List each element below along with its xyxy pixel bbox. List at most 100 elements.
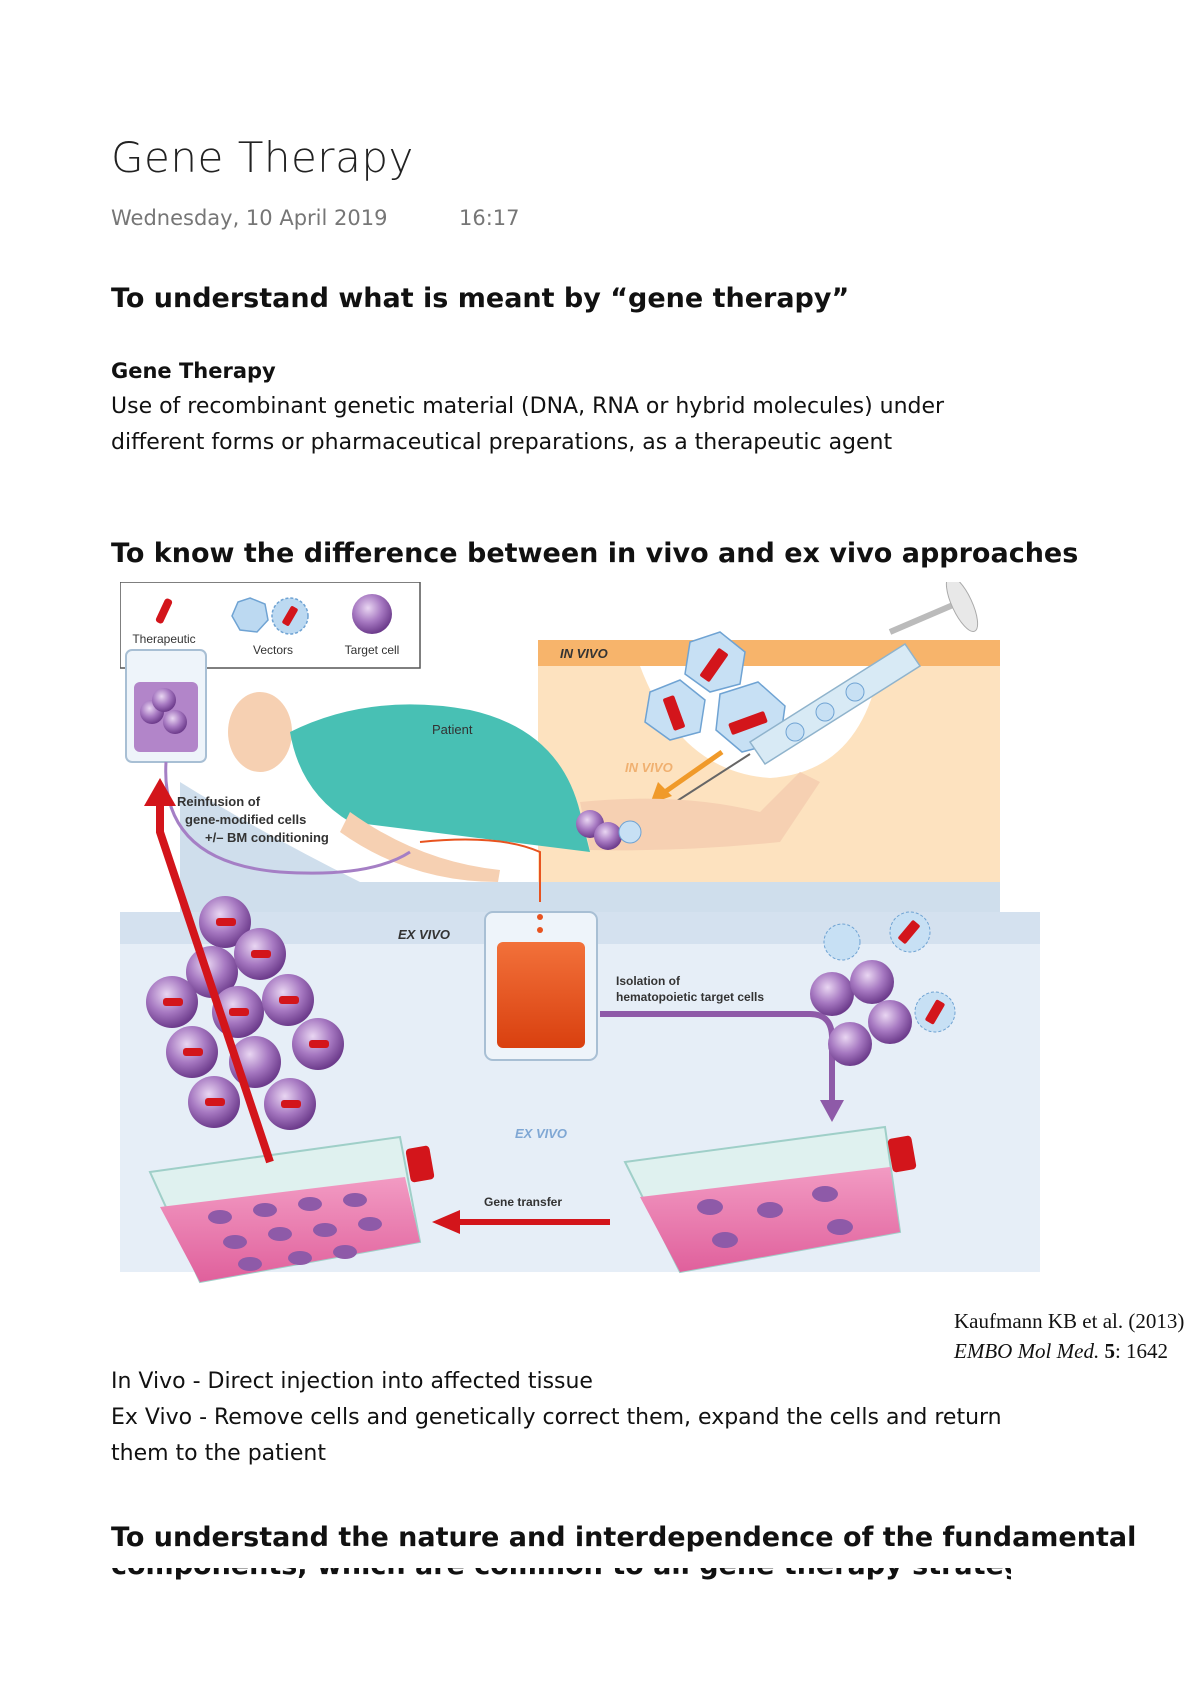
gene-modified-cell-gene: [229, 1008, 249, 1016]
page-date: Wednesday, 10 April 2019: [111, 206, 388, 230]
left-culture-flask: [148, 1135, 435, 1284]
note-ex-vivo-line-2: them to the patient: [111, 1441, 326, 1466]
iv-bag: [125, 649, 207, 763]
right-flask-cell: [812, 1186, 838, 1202]
blood-drop: [537, 914, 543, 920]
caption-volume: 5: [1104, 1339, 1115, 1363]
gene-transfer-arrowhead: [432, 1210, 460, 1234]
gene-transfer-label: Gene transfer: [484, 1195, 562, 1209]
legend-gene-icon: [155, 598, 173, 624]
left-flask-cap: [405, 1145, 435, 1183]
reinfusion-label-1: Reinfusion of: [177, 794, 261, 809]
isolated-cell: [868, 1000, 912, 1044]
figure-caption: Kaufmann KB et al. (2013) EMBO Mol Med. …: [954, 1306, 1184, 1366]
syringe: [634, 575, 979, 829]
syringe-vector: [815, 702, 835, 722]
patient-figure: [180, 692, 1000, 912]
syringe-vector: [845, 682, 865, 702]
section3-heading-cut-text: components, which are common to all gene…: [111, 1568, 1011, 1581]
syringe-vector: [785, 722, 805, 742]
gene-modified-cell-gene: [183, 1048, 203, 1056]
ex-vivo-mid-label: EX VIVO: [515, 1126, 567, 1141]
injection-site-cell: [594, 822, 622, 850]
reinfusion-label-2: gene-modified cells: [185, 812, 306, 827]
section3-heading: To understand the nature and interdepend…: [111, 1522, 1137, 1553]
vector-gene: [663, 695, 685, 731]
reinfusion-arrow: [156, 802, 274, 1164]
section3-heading-cut: components, which are common to all gene…: [111, 1568, 1011, 1582]
isolated-vector-gene: [898, 920, 920, 944]
right-flask-cell: [712, 1232, 738, 1248]
in-vivo-arrowhead: [650, 782, 672, 804]
ex-vivo-top-label: EX VIVO: [398, 927, 450, 942]
note-in-vivo: In Vivo - Direct injection into affected…: [111, 1369, 593, 1394]
gene-modified-cell-gene: [163, 998, 183, 1006]
definition-line-1: Use of recombinant genetic material (DNA…: [111, 394, 945, 419]
reinfusion-arrowhead: [144, 778, 176, 806]
caption-citation: Kaufmann KB et al. (2013): [954, 1309, 1185, 1333]
vector-cluster: [644, 631, 786, 753]
left-flask-cell: [253, 1203, 277, 1217]
blood-draw-tube: [419, 838, 541, 902]
section2-heading: To know the difference between in vivo a…: [111, 538, 1079, 569]
gene-modified-cell-gene: [279, 996, 299, 1004]
gene-modified-cell-gene: [251, 950, 271, 958]
left-flask-cell: [238, 1257, 262, 1271]
patient-gown: [290, 704, 590, 852]
left-flask-cell: [358, 1217, 382, 1231]
patient-arm: [340, 812, 500, 882]
left-flask-cell: [343, 1193, 367, 1207]
blood-fill: [497, 942, 585, 1048]
injection-site-vector: [618, 820, 642, 844]
vector-gene: [700, 648, 728, 682]
legend-target-cell-label: Target cell: [345, 643, 400, 657]
left-flask-cell: [313, 1223, 337, 1237]
legend-target-cell-icon: [352, 594, 392, 634]
left-flask-cell: [268, 1227, 292, 1241]
patient-head: [228, 692, 292, 772]
left-flask-cell: [208, 1210, 232, 1224]
isolation-label-2: hematopoietic target cells: [616, 990, 764, 1004]
section1-heading: To understand what is meant by “gene the…: [111, 283, 850, 314]
gene-therapy-figure: Therapeutic gene Vectors Target cell IN …: [119, 575, 1050, 1317]
isolated-cell: [850, 960, 894, 1004]
reinfusion-label-3: +/– BM conditioning: [205, 830, 329, 845]
isolated-cells: [810, 911, 956, 1066]
figure-svg: Therapeutic gene Vectors Target cell IN …: [119, 575, 1040, 1284]
gene-modified-cell-gene: [216, 918, 236, 926]
vector-gene: [728, 711, 768, 735]
iv-bag-cell: [152, 688, 176, 712]
legend-vector-gene-icon: [282, 606, 298, 626]
caption-journal-line: EMBO Mol Med. 5: 1642: [954, 1336, 1184, 1366]
gene-modified-cell-gene: [309, 1040, 329, 1048]
in-vivo-band: [538, 640, 1000, 666]
legend-vectors-label: Vectors: [253, 643, 293, 657]
patient-bed: [180, 782, 1000, 912]
left-flask-cell: [223, 1235, 247, 1249]
in-vivo-arrow: [660, 749, 724, 797]
right-flask-cell: [827, 1219, 853, 1235]
gene-modified-cell-gene: [205, 1098, 225, 1106]
right-flask-cell: [757, 1202, 783, 1218]
isolation-arrowhead: [820, 1100, 844, 1122]
left-flask-cells: [208, 1193, 382, 1271]
definition-line-2: different forms or pharmaceutical prepar…: [111, 430, 893, 455]
blood-drop: [537, 927, 543, 933]
isolation-label-1: Isolation of: [616, 974, 681, 988]
caption-journal: EMBO Mol Med.: [954, 1339, 1100, 1363]
gene-therapy-term: Gene Therapy: [111, 359, 276, 383]
isolated-vector-gene: [925, 999, 945, 1025]
isolated-cell: [828, 1022, 872, 1066]
gene-modified-cell-cluster: [146, 896, 344, 1130]
left-flask-cell: [333, 1245, 357, 1259]
isolated-vector: [823, 923, 861, 961]
iv-bag-cell: [163, 710, 187, 734]
left-flask-cell: [288, 1251, 312, 1265]
in-vivo-arrow-label: IN VIVO: [625, 760, 673, 775]
page-time: 16:17: [459, 206, 520, 230]
syringe-plunger-rod: [888, 599, 962, 635]
left-flask-cell: [298, 1197, 322, 1211]
gene-modified-cell-gene: [281, 1100, 301, 1108]
note-ex-vivo-line-1: Ex Vivo - Remove cells and genetically c…: [111, 1405, 1002, 1430]
reinfusion-tube: [164, 761, 411, 875]
